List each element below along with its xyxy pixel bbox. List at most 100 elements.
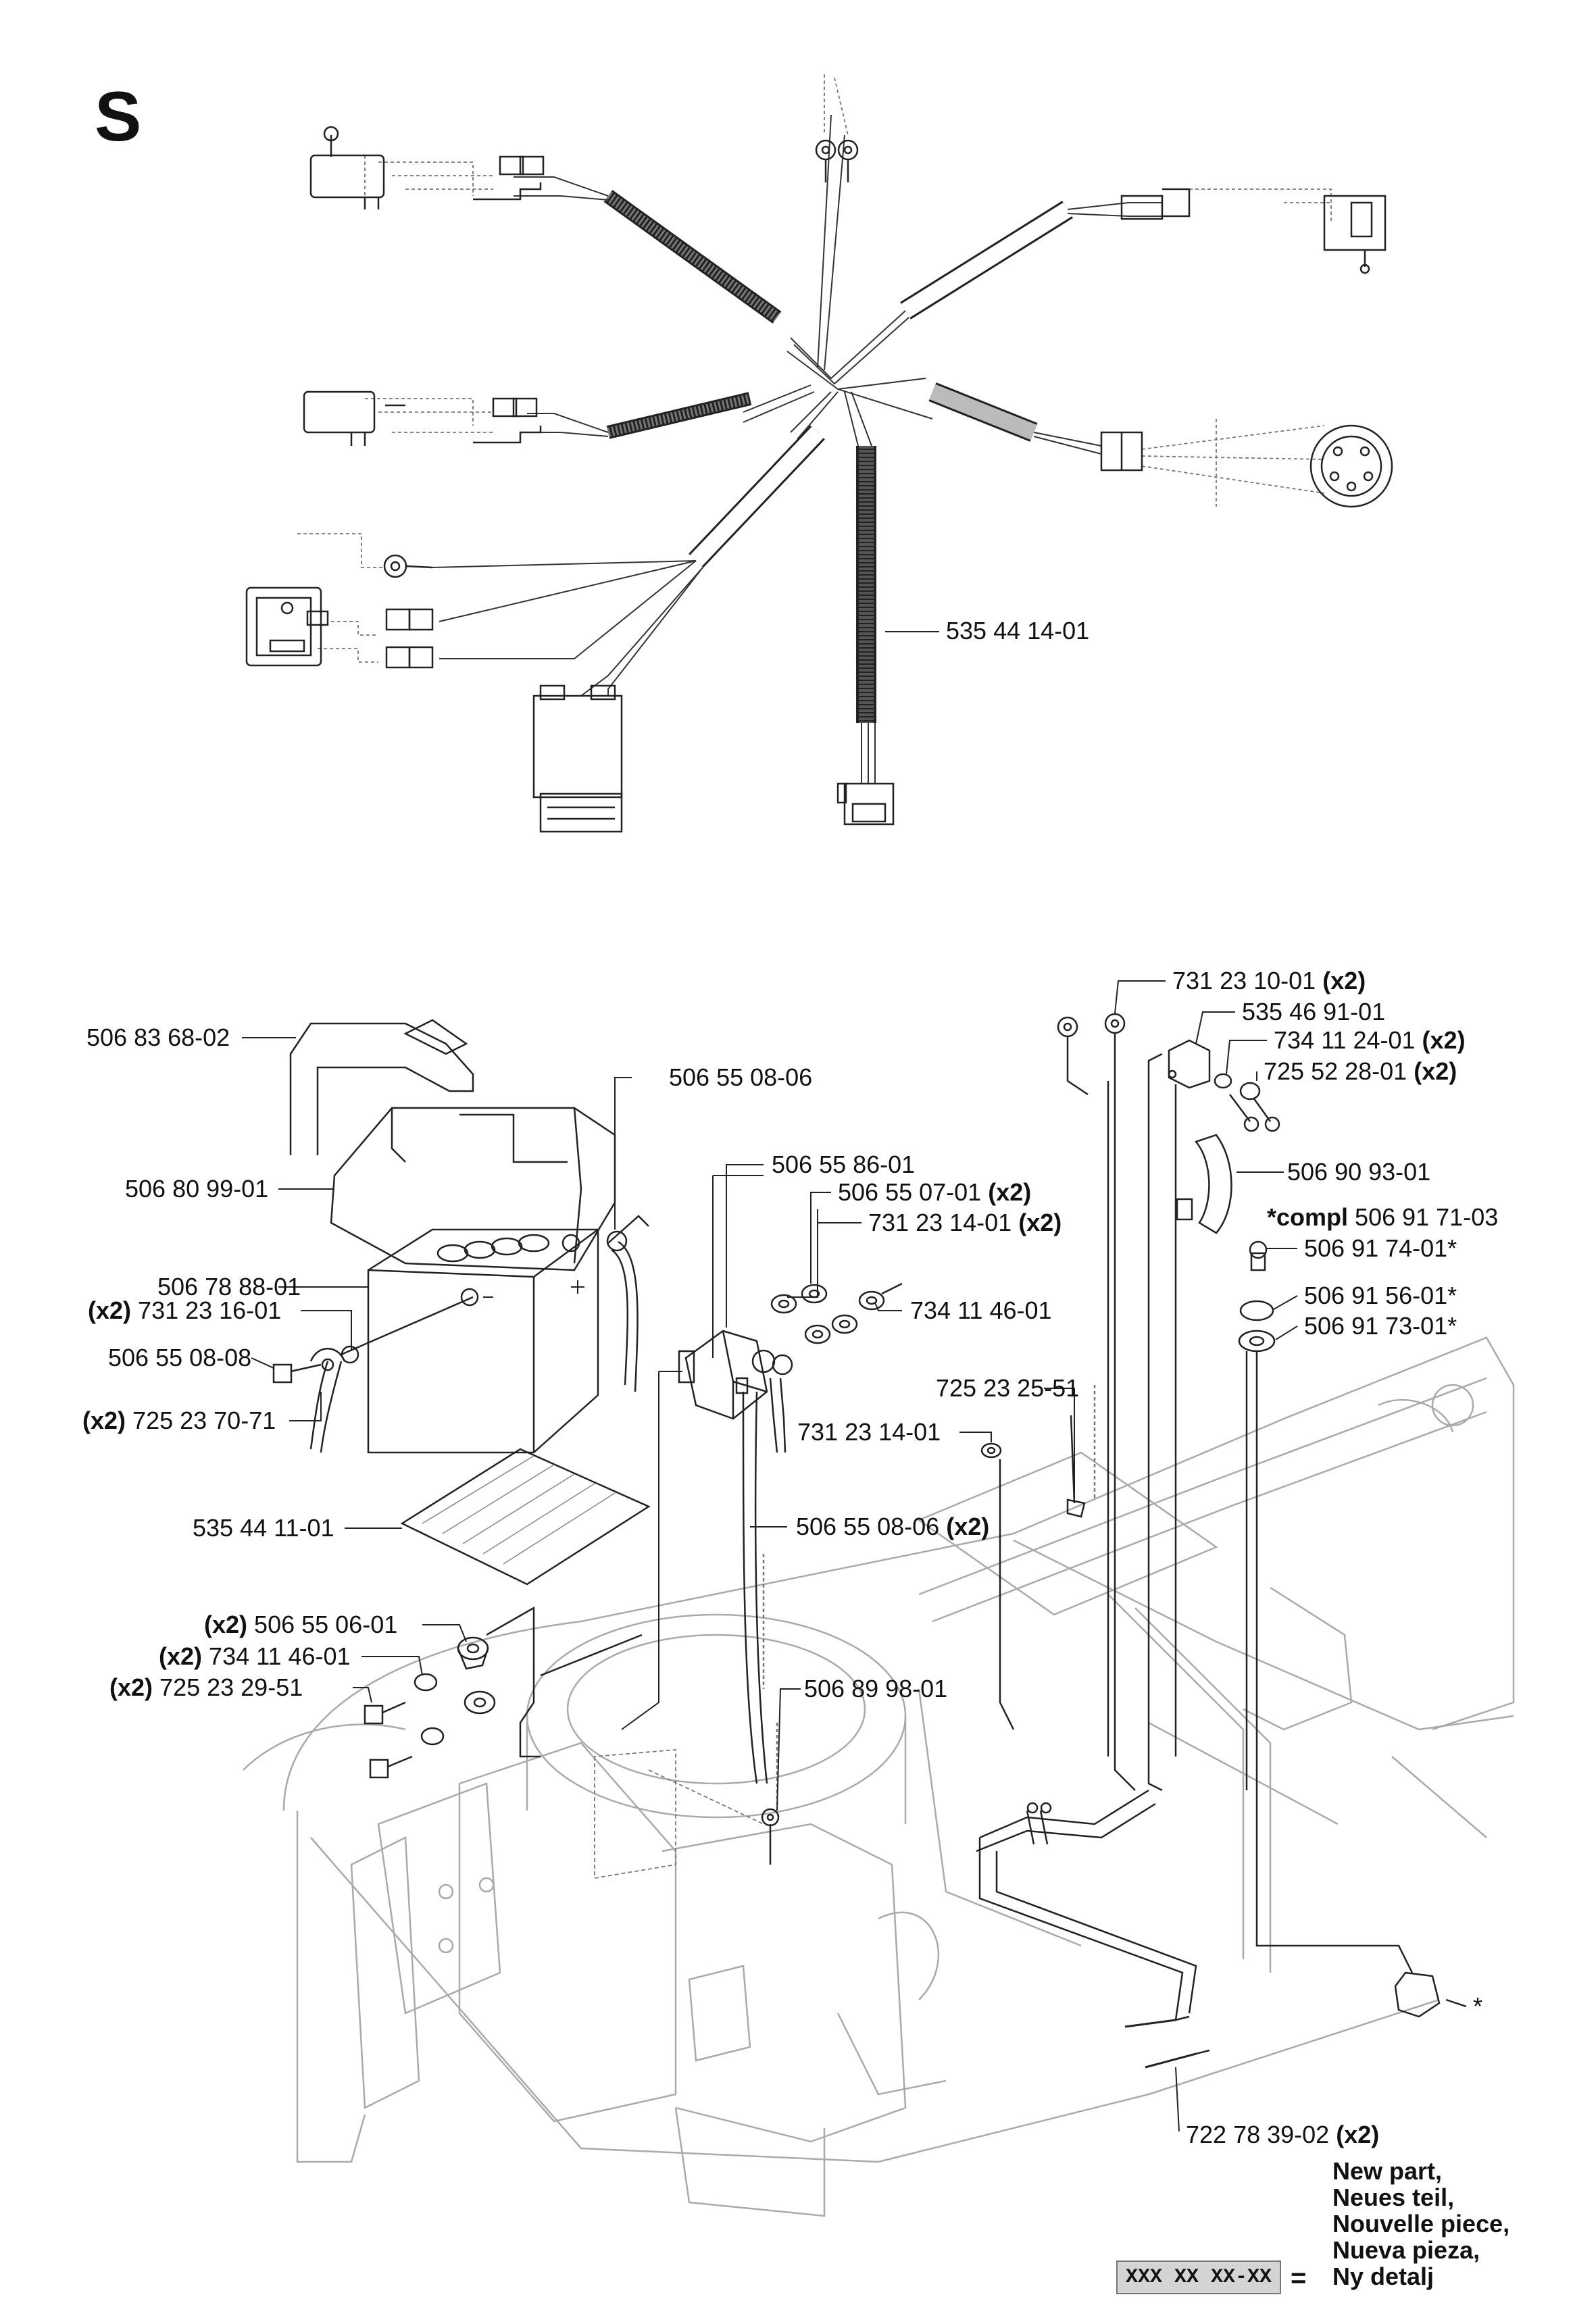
engine bbox=[243, 1613, 947, 2217]
ground-ring-terminal bbox=[383, 554, 433, 578]
leader-lines bbox=[242, 631, 1298, 2132]
label-washer-a: 734 11 46-01 bbox=[910, 1296, 1052, 1324]
label-screw-c: (x2) 725 23 29-51 bbox=[109, 1674, 303, 1701]
battery-mat bbox=[400, 1448, 651, 1586]
nuts-washers-solenoid bbox=[770, 1282, 903, 1344]
label-screw-top: 725 52 28-01 (x2) bbox=[1264, 1058, 1457, 1085]
label-cable-multi: 506 55 08-06 (x2) bbox=[796, 1513, 989, 1540]
micro-switch-upper bbox=[309, 126, 545, 209]
label-nut-top: 731 23 10-01 (x2) bbox=[1172, 967, 1366, 994]
label-key: 506 91 74-01* bbox=[1304, 1234, 1457, 1262]
plug-bottom bbox=[837, 782, 895, 826]
pn-washer-left: 731 23 16-01 bbox=[138, 1296, 282, 1324]
solenoid-cables bbox=[742, 1378, 786, 1784]
qty-spacer: (x2) bbox=[204, 1611, 248, 1638]
chassis-harness bbox=[976, 1789, 1197, 2021]
relay-right bbox=[1323, 195, 1387, 274]
label-nut-c: 731 23 14-01 bbox=[797, 1418, 941, 1446]
label-cable-pos: 506 55 08-06 bbox=[669, 1063, 813, 1091]
pn-cable-multi: 506 55 08-06 bbox=[796, 1513, 940, 1540]
qty-cable-tie: (x2) bbox=[1336, 2121, 1380, 2148]
pn-washer-b: 734 11 46-01 bbox=[209, 1642, 351, 1670]
battery-cover bbox=[330, 1107, 616, 1271]
label-clip: 506 90 93-01 bbox=[1287, 1158, 1431, 1186]
label-switch: 535 46 91-01 bbox=[1242, 998, 1386, 1026]
ground-cable bbox=[761, 1554, 780, 1865]
qty-washer-left: (x2) bbox=[88, 1296, 132, 1324]
label-asterisk: * bbox=[1473, 1992, 1483, 2020]
qty-screw-c: (x2) bbox=[109, 1673, 153, 1701]
harness-sleeve-right bbox=[928, 382, 1038, 442]
label-spacer: (x2) 506 55 06-01 bbox=[204, 1611, 397, 1638]
legend-part-box: XXX XX XX-XX bbox=[1116, 2260, 1281, 2294]
label-nut-ign: 506 91 56-01* bbox=[1304, 1282, 1457, 1309]
legend-line: Nueva pieza, bbox=[1332, 2236, 1480, 2264]
pn-screw-c: 725 23 29-51 bbox=[159, 1673, 303, 1701]
connector-six-pin bbox=[1100, 431, 1143, 472]
qty-washer-b: (x2) bbox=[159, 1642, 203, 1670]
qty-nut-top: (x2) bbox=[1322, 967, 1366, 994]
qty-screw-left: (x2) bbox=[82, 1407, 126, 1434]
qty-nut-a: (x2) bbox=[988, 1178, 1032, 1206]
main-connector bbox=[532, 684, 623, 833]
new-part-legend: New part, Neues teil, Nouvelle piece, Nu… bbox=[1332, 2158, 1509, 2290]
spacers-screws-left bbox=[364, 1606, 643, 1779]
legend-line: Nouvelle piece, bbox=[1332, 2210, 1510, 2238]
qty-nut-b: (x2) bbox=[1018, 1209, 1062, 1236]
battery-cable-negative bbox=[272, 1288, 479, 1453]
label-compl: *compl 506 91 71-03 bbox=[1267, 1204, 1498, 1231]
wiring-harness bbox=[245, 74, 1393, 833]
cable-ties bbox=[1124, 2015, 1210, 2069]
pn-screw-top: 725 52 28-01 bbox=[1264, 1057, 1407, 1085]
battery-cable-positive bbox=[606, 1215, 649, 1392]
qty-cable-multi: (x2) bbox=[946, 1513, 990, 1540]
interlock-switch bbox=[1147, 1039, 1280, 1792]
pn-nut-a: 506 55 07-01 bbox=[838, 1178, 982, 1206]
pto-switch bbox=[245, 586, 434, 669]
pn-screw-left: 725 23 70-71 bbox=[132, 1407, 276, 1434]
compl-prefix: *compl bbox=[1267, 1203, 1349, 1231]
label-ground-cable: 506 89 98-01 bbox=[804, 1675, 948, 1702]
legend-equals: = bbox=[1291, 2263, 1307, 2293]
ignition-socket-round bbox=[1309, 424, 1393, 508]
legend-line: Neues teil, bbox=[1332, 2183, 1455, 2211]
label-cable-end-left: 506 55 08-08 bbox=[108, 1344, 252, 1371]
qty-washer-top: (x2) bbox=[1422, 1026, 1466, 1054]
legend-line: New part, bbox=[1332, 2157, 1443, 2185]
label-battery: 506 78 88-01 bbox=[157, 1273, 301, 1300]
label-battery-mat: 535 44 11-01 bbox=[193, 1514, 334, 1542]
pn-compl: 506 91 71-03 bbox=[1355, 1203, 1499, 1231]
pn-nut-b: 731 23 14-01 bbox=[868, 1209, 1012, 1236]
pn-nut-top: 731 23 10-01 bbox=[1172, 967, 1316, 994]
pn-cable-tie: 722 78 39-02 bbox=[1186, 2121, 1330, 2148]
battery bbox=[367, 1228, 599, 1454]
label-screw-b: 725 23 25-51 bbox=[936, 1374, 1080, 1402]
label-battery-cover: 506 80 99-01 bbox=[125, 1175, 269, 1203]
label-nut-a: 506 55 07-01 (x2) bbox=[838, 1179, 1031, 1206]
label-nut-b: 731 23 14-01 (x2) bbox=[868, 1209, 1062, 1236]
ignition-switch bbox=[1238, 1240, 1467, 2018]
connector-upper-right bbox=[1120, 188, 1191, 220]
label-washer-ign: 506 91 73-01* bbox=[1304, 1312, 1457, 1340]
harness-sleeve-upper-left bbox=[603, 190, 782, 324]
label-bracket: 506 83 68-02 bbox=[86, 1024, 230, 1051]
legend-line: Ny detalj bbox=[1332, 2263, 1434, 2290]
label-screw-left: (x2) 725 23 70-71 bbox=[82, 1407, 276, 1434]
clip bbox=[1176, 1134, 1232, 1234]
label-cable-tie: 722 78 39-02 (x2) bbox=[1186, 2121, 1379, 2148]
micro-switch-lower bbox=[303, 390, 542, 446]
harness-sleeve-lower-left bbox=[689, 425, 825, 568]
battery-bracket bbox=[289, 1019, 474, 1155]
pn-washer-top: 734 11 24-01 bbox=[1274, 1026, 1416, 1054]
label-washer-top: 734 11 24-01 (x2) bbox=[1274, 1027, 1466, 1054]
label-washer-left: (x2) 731 23 16-01 bbox=[88, 1297, 281, 1324]
nuts-top bbox=[1057, 1013, 1136, 1791]
label-harness: 535 44 14-01 bbox=[946, 617, 1090, 645]
solenoid bbox=[678, 1330, 793, 1420]
harness-sleeve-upper-right bbox=[900, 201, 1073, 320]
harness-sleeve-mid-left bbox=[606, 392, 752, 439]
label-washer-b: (x2) 734 11 46-01 bbox=[159, 1643, 351, 1670]
mower-chassis bbox=[282, 1336, 1515, 2163]
label-solenoid: 506 55 86-01 bbox=[772, 1151, 916, 1178]
